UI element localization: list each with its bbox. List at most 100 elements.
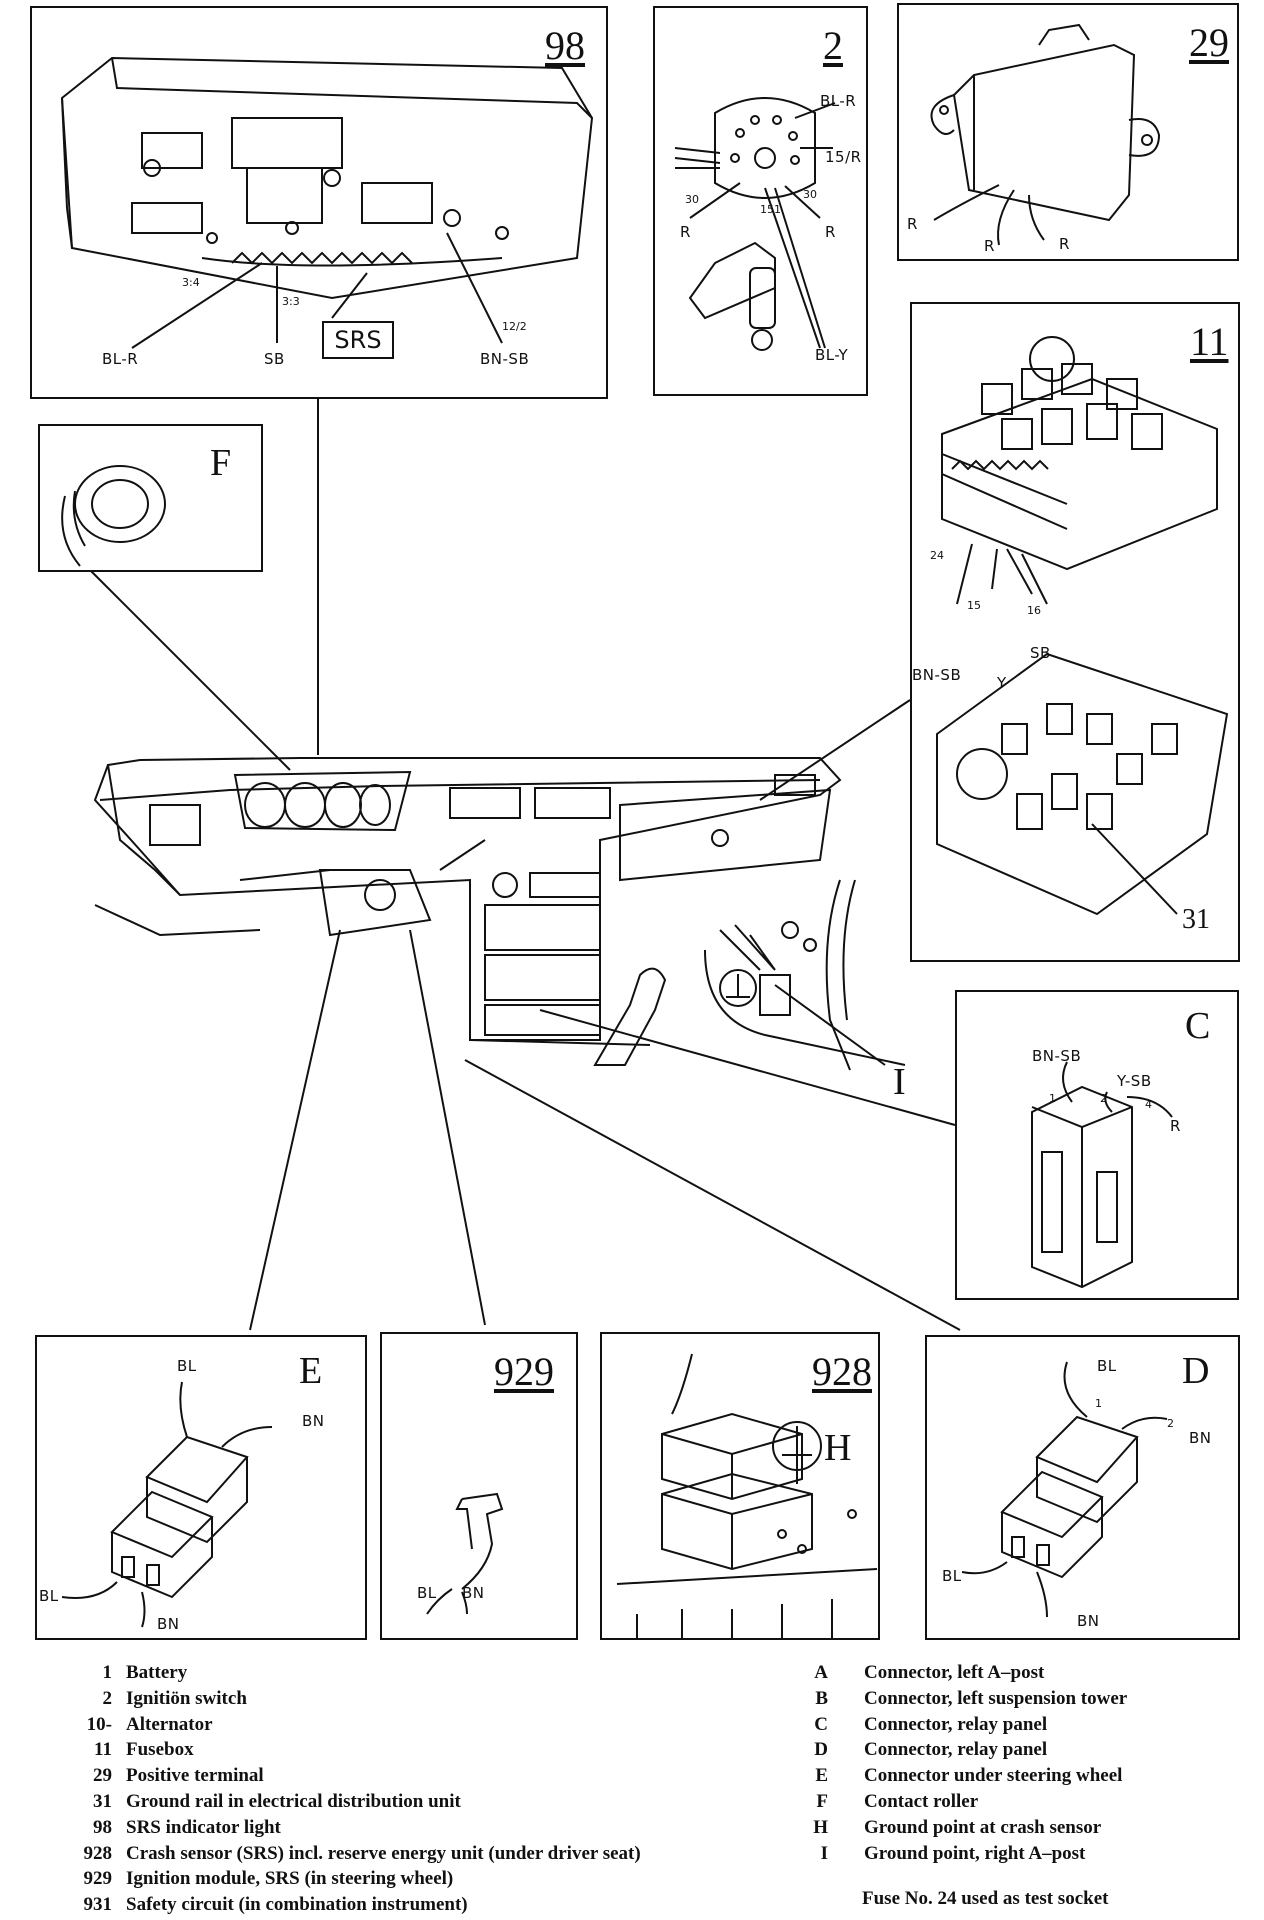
contact-roller-drawing	[61, 465, 166, 567]
wire-label: Y	[997, 674, 1007, 692]
fusebox-drawing	[936, 336, 1229, 916]
ignition-switch-drawing	[674, 97, 836, 351]
ground-symbol-icon	[719, 969, 757, 1007]
wire-label: BN-SB	[480, 350, 530, 368]
panel-11-number: 11	[1190, 319, 1229, 364]
panel-C-letter: C	[1185, 1005, 1211, 1047]
wire-label: BL	[942, 1567, 962, 1585]
leader-F	[89, 569, 291, 771]
legend-row: 10-Alternator	[86, 1713, 213, 1735]
wire-label: BN	[1189, 1429, 1212, 1447]
ground-rail-label: 31	[1182, 904, 1210, 935]
srs-badge: SRS	[322, 321, 394, 359]
wire-label: BL	[417, 1584, 437, 1602]
leader-929	[409, 929, 486, 1326]
panel-D: D BL BN 1 2 BL BN	[925, 1335, 1240, 1640]
pin-label: 3:4	[182, 276, 200, 289]
ground-symbol-icon	[772, 1421, 822, 1471]
wire-label: BN	[1077, 1612, 1100, 1630]
panel-11: 11 24 15 16 SB BN-SB Y 31	[910, 302, 1240, 962]
leader-11	[759, 699, 911, 801]
wire-label: R	[984, 237, 995, 255]
leader-D	[464, 1059, 961, 1331]
pin-label: 1	[1095, 1397, 1102, 1410]
wire-label: 15/R	[825, 148, 862, 166]
panel-F-letter: F	[210, 442, 232, 484]
ground-label-I: I	[893, 1061, 906, 1103]
connector-E-drawing	[61, 1381, 273, 1628]
panel-929-number: 929	[494, 1349, 554, 1394]
wire-label: BL	[1097, 1357, 1117, 1375]
wire-label: R	[1059, 235, 1070, 253]
panel-929: 929 BL BN	[380, 1332, 578, 1640]
panel-928: 928 H	[600, 1332, 880, 1640]
wire-label: BL-Y	[815, 346, 849, 364]
fuse-note: Fuse No. 24 used as test socket	[862, 1888, 1109, 1909]
pin-label: 3:3	[282, 295, 300, 308]
panel-2-number: 2	[823, 23, 843, 68]
wire-label: R	[825, 223, 836, 241]
panel-E-letter: E	[299, 1350, 323, 1392]
wire-label: R	[1170, 1117, 1181, 1135]
wire-label: SB	[264, 350, 285, 368]
pin-label: 2	[1100, 1092, 1107, 1105]
wire-label: R	[907, 215, 918, 233]
wire-label: Y-SB	[1117, 1072, 1152, 1090]
leader-I	[774, 984, 886, 1066]
pin-label: 4	[1145, 1098, 1152, 1111]
wire-label: BN	[462, 1584, 485, 1602]
pin-label: 2	[1167, 1417, 1174, 1430]
wire-label: BN	[302, 1412, 325, 1430]
wire-label: BN-SB	[1032, 1047, 1082, 1065]
panel-D-letter: D	[1182, 1350, 1210, 1392]
wire-label: 30	[803, 188, 817, 201]
pin-label: 12/2	[502, 320, 527, 333]
leader-E	[249, 929, 341, 1331]
panel-928-number: 928	[812, 1349, 872, 1394]
wire-label: 151	[760, 203, 781, 216]
ground-label-H: H	[824, 1427, 852, 1469]
panel-29: 29 R R R	[897, 3, 1239, 261]
crash-sensor-drawing	[616, 1353, 878, 1639]
panel-98-number: 98	[545, 23, 585, 68]
pin-label: 1	[1049, 1092, 1056, 1105]
panel-F: F	[38, 424, 263, 572]
wire-label: BL-R	[820, 92, 857, 110]
wire-label: BL	[177, 1357, 197, 1375]
wire-label: BN-SB	[912, 666, 962, 684]
panel-2: 2 BL-R 15/R 30 R 151 30 R BL-Y	[653, 6, 868, 396]
wire-label: BN	[157, 1615, 180, 1633]
leader-C	[539, 1009, 956, 1126]
ignition-module-drawing	[426, 1492, 504, 1615]
wire-label: R	[680, 223, 691, 241]
wire-label: 16	[1027, 604, 1041, 617]
connector-C-drawing	[1031, 1061, 1173, 1289]
wire-label: SB	[1030, 644, 1051, 662]
panel-29-number: 29	[1189, 20, 1229, 65]
wire-label: 15	[967, 599, 981, 612]
wire-label: 24	[930, 549, 944, 562]
positive-terminal-drawing	[930, 23, 1161, 246]
wire-label: BL	[39, 1587, 59, 1605]
wire-label: BL-R	[102, 350, 139, 368]
panel-C: C BN-SB Y-SB 1 2 4 R	[955, 990, 1239, 1300]
